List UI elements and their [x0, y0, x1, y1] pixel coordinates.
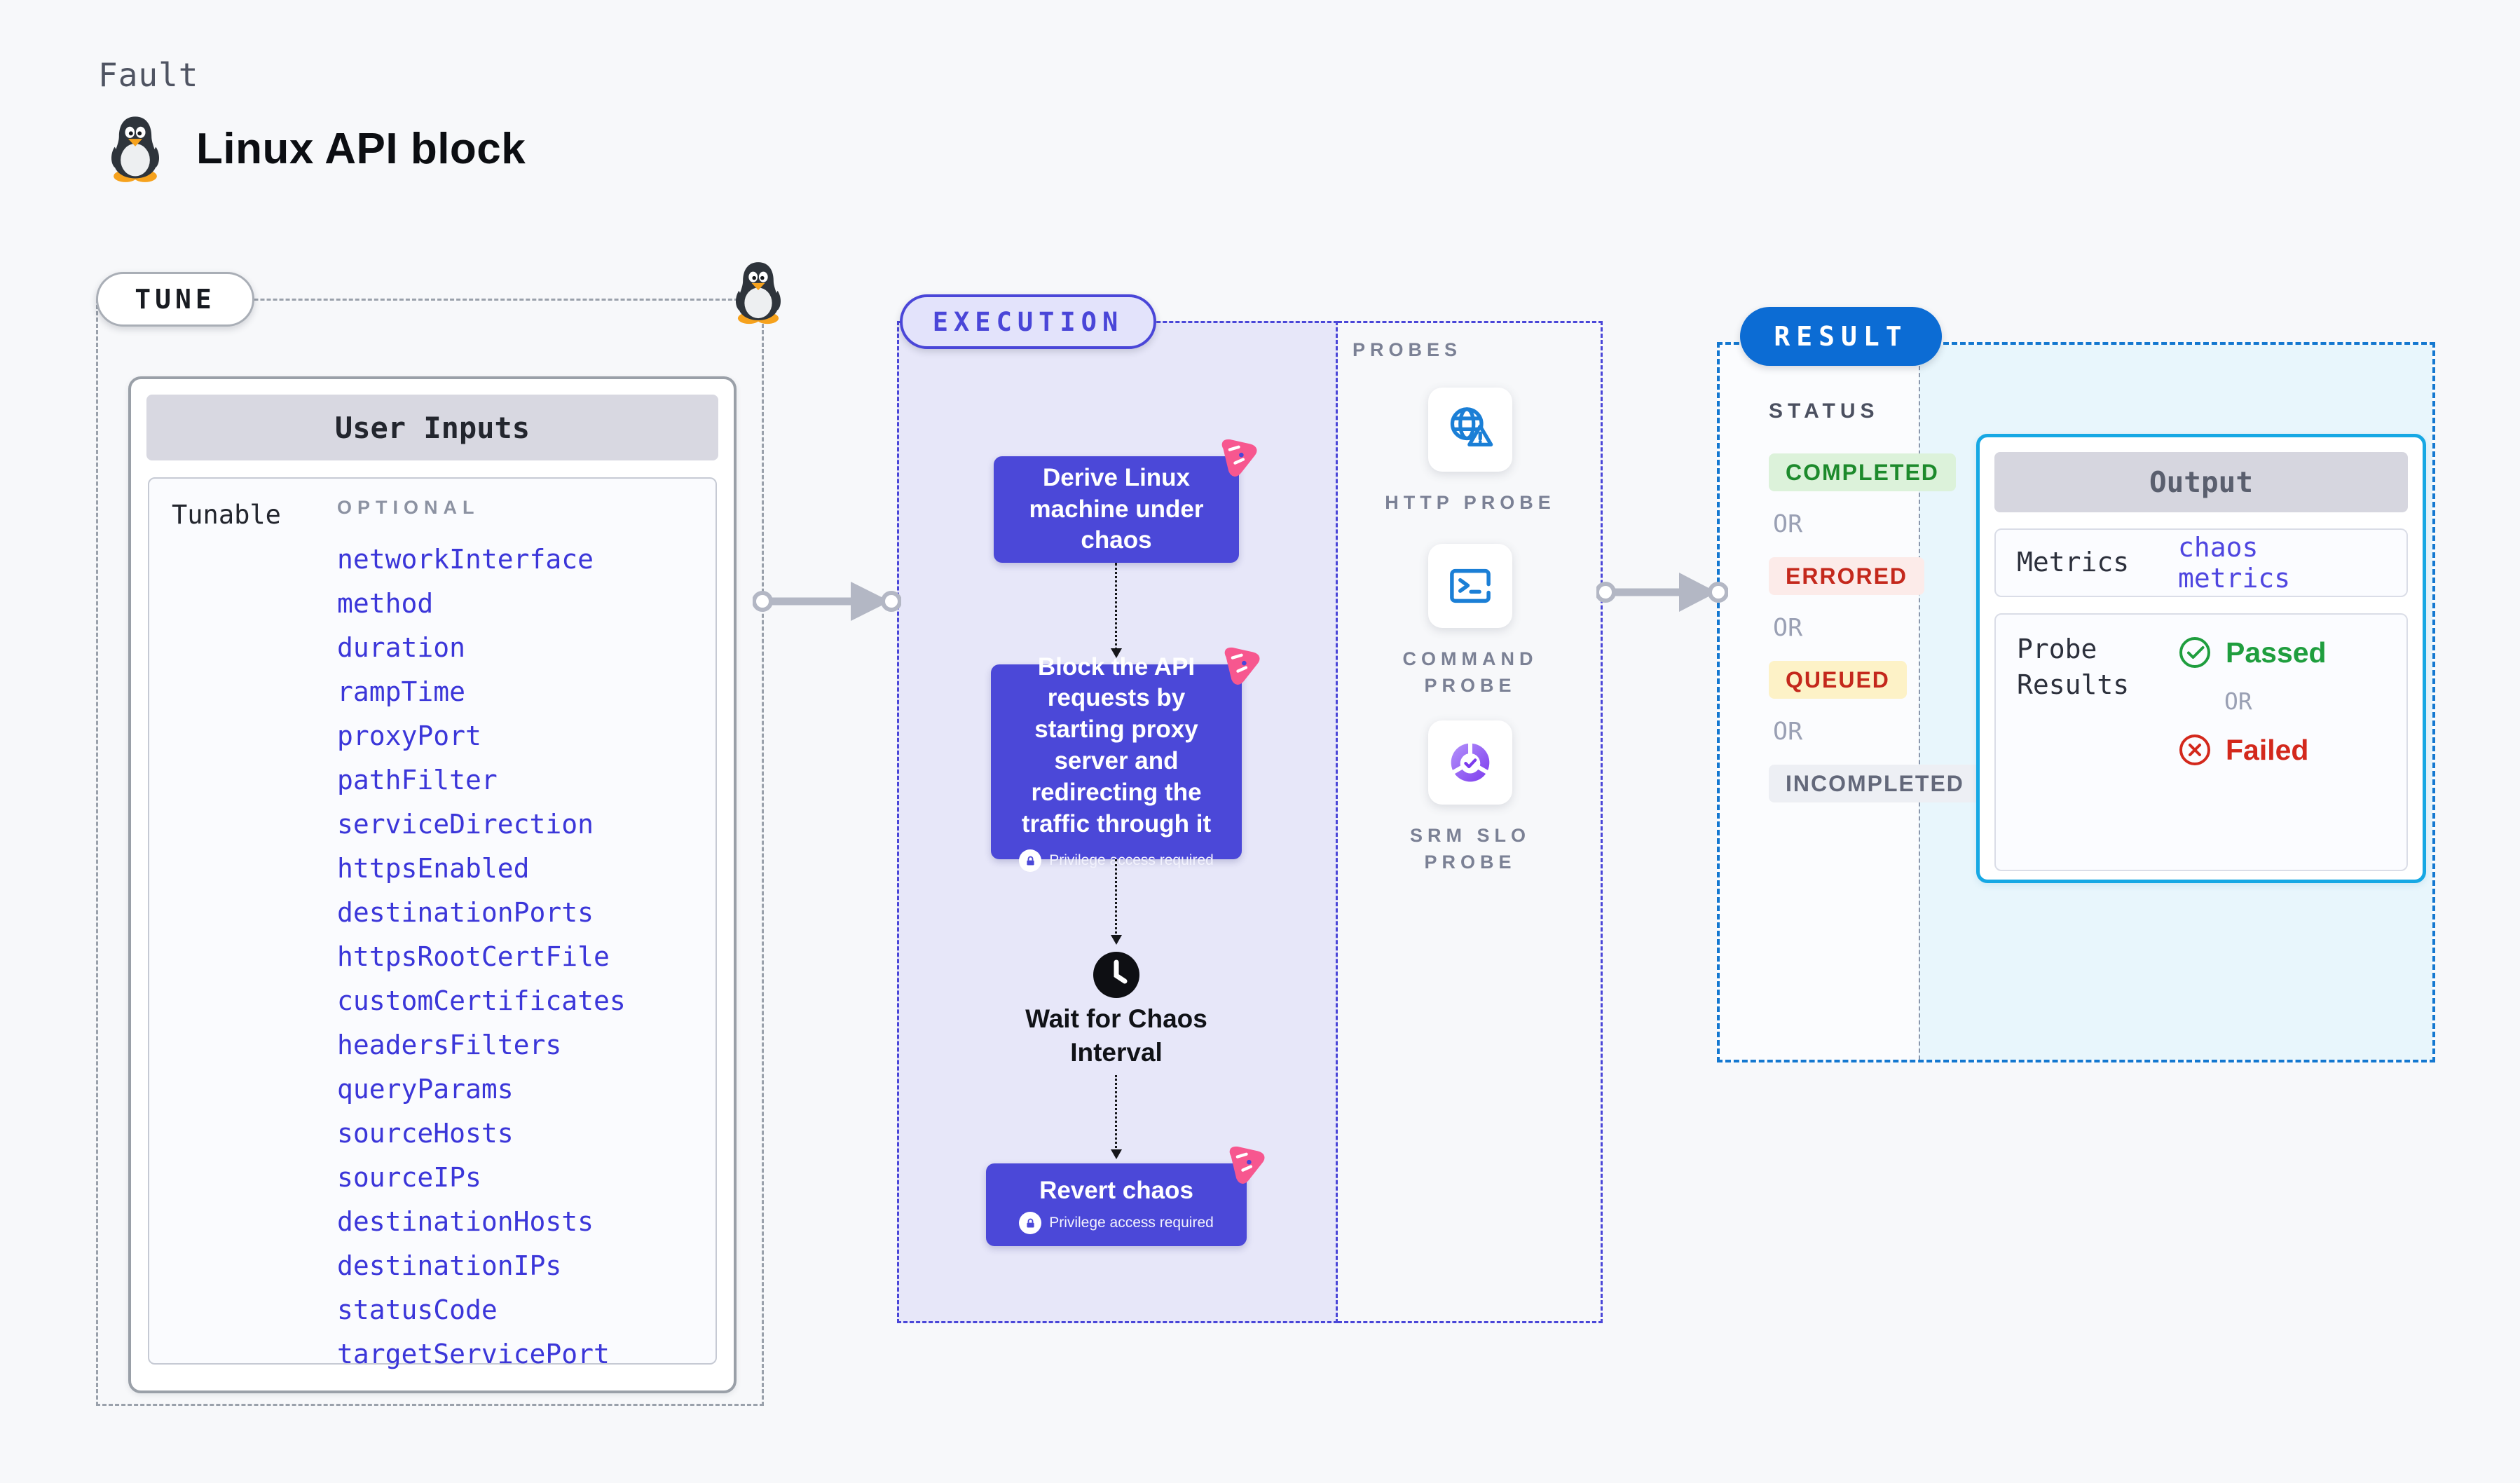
probe-label: SRM SLO PROBE — [1409, 825, 1531, 873]
optional-column-header: OPTIONAL — [337, 497, 480, 518]
status-badge-errored: ERRORED — [1769, 557, 1925, 595]
result-badge: RESULT — [1740, 307, 1942, 366]
param-link[interactable]: destinationPorts — [337, 897, 594, 928]
probe-results-row: Probe Results Passed OR Failed — [1994, 613, 2408, 871]
user-inputs-card: User Inputs Tunable OPTIONAL networkInte… — [128, 376, 737, 1393]
globe-warning-icon — [1450, 407, 1493, 446]
tune-to-execution-arrow-icon — [753, 582, 901, 621]
param-column: OPTIONAL networkInterface method duratio… — [337, 497, 626, 1367]
param-link[interactable]: statusCode — [337, 1294, 498, 1325]
step-block-api: Block the API requests by starting proxy… — [991, 664, 1242, 873]
fault-kicker: Fault — [98, 56, 199, 94]
param-link[interactable]: serviceDirection — [337, 809, 594, 840]
execution-badge: EXECUTION — [900, 294, 1156, 349]
passed-label: Passed — [2226, 636, 2327, 669]
chaos-spark-icon — [1214, 435, 1260, 480]
param-link[interactable]: pathFilter — [337, 765, 498, 795]
metrics-value[interactable]: chaos metrics — [2178, 532, 2291, 594]
privilege-row: Privilege access required — [1019, 1212, 1214, 1235]
privilege-label: Privilege access required — [1049, 852, 1214, 869]
param-link[interactable]: method — [337, 588, 434, 619]
or-separator: OR — [1773, 614, 1803, 642]
tux-corner-icon — [736, 262, 781, 324]
probes-panel — [1338, 321, 1603, 1323]
probes-to-result-arrow-icon — [1596, 573, 1728, 612]
status-heading: STATUS — [1769, 399, 1879, 423]
page-title: Linux API block — [196, 124, 526, 173]
probe-label: COMMAND PROBE — [1402, 648, 1538, 696]
status-badge-queued: QUEUED — [1769, 661, 1907, 699]
terminal-icon — [1450, 568, 1491, 603]
slo-chart-icon — [1451, 742, 1490, 782]
param-link[interactable]: headersFilters — [337, 1030, 562, 1060]
lock-icon — [1019, 1212, 1042, 1235]
chaos-spark-icon — [1217, 643, 1263, 688]
flow-connector — [1111, 1075, 1122, 1159]
step-label: Block the API requests by starting proxy… — [1021, 652, 1212, 838]
step-revert-chaos: Revert chaos Privilege access required — [986, 1163, 1247, 1246]
probe-card — [1428, 388, 1512, 472]
command-probe: COMMAND PROBE — [1338, 544, 1603, 699]
failed-line: Failed — [2178, 733, 2327, 767]
param-link[interactable]: customCertificates — [337, 985, 626, 1016]
passed-line: Passed — [2178, 636, 2327, 669]
or-separator: OR — [2224, 688, 2252, 715]
output-title: Output — [1994, 452, 2408, 512]
privilege-label: Privilege access required — [1049, 1215, 1214, 1231]
probe-label: HTTP PROBE — [1385, 492, 1556, 513]
metrics-row: Metrics chaos metrics — [1994, 528, 2408, 597]
or-separator: OR — [1773, 510, 1803, 538]
x-circle-icon — [2179, 734, 2210, 765]
param-link[interactable]: networkInterface — [337, 544, 594, 575]
step-label: Revert chaos — [1039, 1176, 1193, 1204]
metrics-label: Metrics — [2017, 547, 2130, 578]
tunable-row-label: Tunable — [172, 500, 281, 530]
param-link[interactable]: destinationHosts — [337, 1206, 594, 1237]
param-link[interactable]: sourceIPs — [337, 1162, 481, 1193]
failed-label: Failed — [2226, 733, 2309, 766]
srm-slo-probe: SRM SLO PROBE — [1338, 720, 1603, 876]
wait-chaos-interval-label: Wait for Chaos Interval — [1025, 1004, 1207, 1067]
param-link[interactable]: httpsEnabled — [337, 853, 530, 884]
check-circle-icon — [2179, 637, 2210, 668]
step-derive-machine: Derive Linux machine under chaos — [994, 456, 1239, 563]
param-link[interactable]: sourceHosts — [337, 1118, 514, 1149]
lock-icon — [1019, 849, 1042, 873]
tune-badge: TUNE — [96, 272, 254, 327]
privilege-row: Privilege access required — [1019, 849, 1214, 873]
probe-card — [1428, 720, 1512, 805]
flow-connector — [1111, 563, 1122, 658]
user-inputs-title: User Inputs — [146, 395, 718, 460]
tux-linux-icon — [111, 116, 159, 182]
status-column: STATUS COMPLETED OR ERRORED OR QUEUED OR… — [1769, 399, 1981, 802]
param-link[interactable]: queryParams — [337, 1074, 514, 1105]
probe-results-values: Passed OR Failed — [2178, 631, 2327, 853]
param-link[interactable]: rampTime — [337, 676, 466, 707]
param-link[interactable]: targetServicePort — [337, 1339, 610, 1369]
probe-results-label: Probe Results — [2017, 634, 2130, 701]
probes-heading: PROBES — [1353, 339, 1463, 360]
param-link[interactable]: httpsRootCertFile — [337, 941, 610, 972]
result-divider — [1919, 345, 1920, 1060]
param-link[interactable]: duration — [337, 632, 466, 663]
tunables-list: Tunable OPTIONAL networkInterface method… — [148, 477, 717, 1367]
clock-icon — [1092, 950, 1141, 999]
status-badge-completed: COMPLETED — [1769, 453, 1956, 491]
flow-connector — [1111, 859, 1122, 945]
chaos-spark-icon — [1221, 1142, 1268, 1187]
tune-panel — [96, 299, 764, 1406]
param-link[interactable]: proxyPort — [337, 720, 481, 751]
probe-card — [1428, 544, 1512, 628]
status-badge-incompleted: INCOMPLETED — [1769, 765, 1981, 802]
param-link[interactable]: destinationIPs — [337, 1250, 562, 1281]
step-label: Derive Linux machine under chaos — [1029, 463, 1204, 554]
http-probe: HTTP PROBE — [1338, 388, 1603, 517]
or-separator: OR — [1773, 718, 1803, 746]
page-header: Linux API block — [100, 111, 526, 186]
output-card: Output Metrics chaos metrics Probe Resul… — [1976, 434, 2426, 883]
